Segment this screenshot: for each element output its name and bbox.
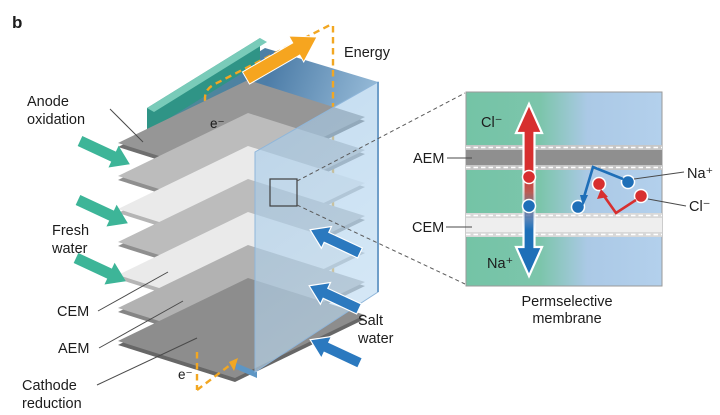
fresh-water-label-line1: Fresh: [52, 223, 89, 239]
sodium-down-arrow-icon: [514, 190, 544, 279]
aem-band-core: [466, 150, 662, 165]
fresh-water-arrow-1-icon: [77, 136, 130, 168]
inset-na-right-label: Na⁺: [687, 166, 713, 182]
zoom-region-square: [269, 178, 298, 207]
electron-top-label: e⁻: [210, 116, 225, 131]
ion-dots: [521, 169, 649, 215]
circuit-dashed-top: [203, 23, 331, 134]
sodium-ion-dot: [570, 199, 586, 215]
anode-callout-line: [109, 108, 144, 143]
inset-aem-label: AEM: [413, 151, 444, 167]
cem-callout-line: [97, 271, 169, 312]
salt-water-arrow-3-icon: [309, 335, 364, 369]
cathode-label-line2: reduction: [22, 396, 82, 412]
salt-water-arrows: [308, 225, 364, 369]
zoom-connector-bottom: [296, 204, 466, 285]
inset-na-callout-line: [633, 171, 685, 180]
chloride-ion-dot: [591, 176, 607, 192]
fresh-water-arrows: [73, 136, 130, 285]
salt-water-arrow-2-icon: [308, 281, 363, 315]
circuit-arrowhead-icon: [229, 358, 238, 371]
teal-wall-top: [147, 38, 267, 112]
chloride-ion-dot: [521, 169, 537, 185]
anode-label-line2: oxidation: [27, 112, 85, 128]
salt-water-arrow-1-icon: [309, 225, 364, 259]
inset-sodium-label: Na⁺: [487, 256, 513, 272]
sodium-ion-dot: [521, 198, 537, 214]
anode-label-line1: Anode: [27, 94, 69, 110]
cem-label: CEM: [57, 304, 89, 320]
fresh-water-label-line2: water: [51, 241, 88, 257]
fresh-water-arrow-2-icon: [75, 195, 128, 227]
chloride-hop-arrowhead-icon: [597, 189, 608, 199]
inset-cem-label: CEM: [412, 220, 444, 236]
panel-letter: b: [12, 13, 22, 32]
box-bottom-face: [236, 363, 257, 378]
fresh-water-arrow-3-icon: [73, 253, 126, 285]
inset-cl-right-label: Cl⁻: [689, 199, 710, 215]
sodium-ion-dot: [620, 174, 636, 190]
chloride-ion-dot: [633, 188, 649, 204]
cathode-label-line1: Cathode: [22, 378, 77, 394]
inset-cl-callout-line: [647, 198, 687, 207]
inset-caption-line2: membrane: [532, 311, 601, 327]
aem-callout-line: [98, 300, 184, 349]
cem-band-core: [466, 218, 662, 232]
cathode-callout-line: [96, 337, 198, 386]
inset-caption-line1: Permselective: [521, 294, 612, 310]
aem-label: AEM: [58, 341, 89, 357]
stack-diagram: Anode oxidation Fresh water CEM AEM Cath…: [22, 23, 466, 412]
energy-arrow-icon: [241, 35, 318, 85]
sodium-hop-path: [582, 165, 624, 198]
inset-cem-band: [466, 213, 662, 237]
salt-water-label-line2: water: [357, 331, 394, 347]
circuit-dashed-bottom-diagonal: [196, 364, 231, 391]
salt-water-label-line1: Salt: [358, 313, 383, 329]
energy-label: Energy: [344, 45, 391, 61]
membrane-inset: Cl⁻ Na⁺ AEM CEM Na⁺ Cl⁻ Permselective me…: [412, 91, 713, 327]
zoom-connector-top: [296, 92, 466, 182]
circuit-bottom: [195, 352, 238, 391]
chloride-hop-path: [602, 195, 637, 215]
electron-bottom-label: e⁻: [178, 367, 193, 382]
inset-aem-band: [466, 145, 662, 170]
sodium-hop-arrowhead-icon: [580, 195, 588, 206]
inset-chloride-label: Cl⁻: [481, 115, 502, 131]
